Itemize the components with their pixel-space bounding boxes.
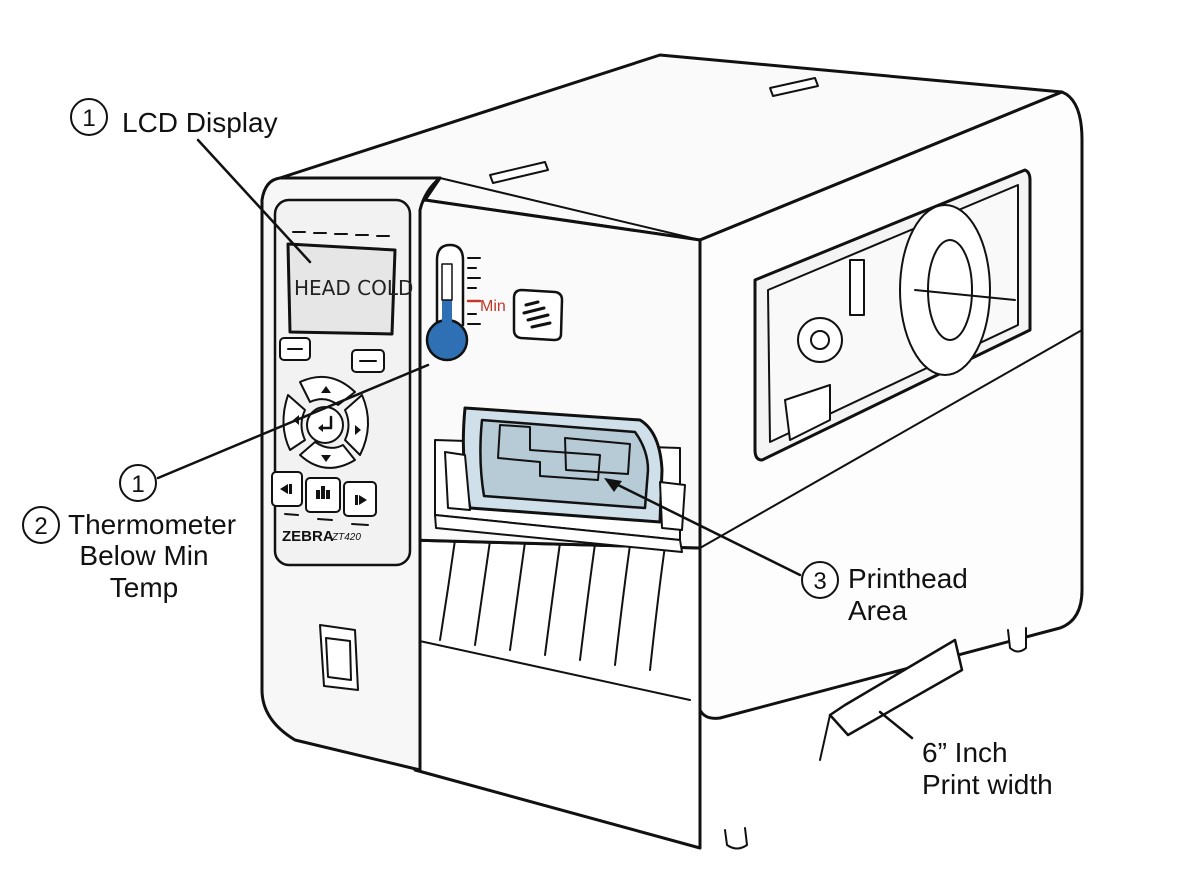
print-width-label-line1: 6” Inch: [922, 737, 1008, 768]
callout-2-label-line1: Thermometer: [68, 509, 236, 540]
print-width-leader-line: [878, 710, 914, 740]
thermometer-min-label: Min: [480, 298, 506, 315]
enter-icon: [318, 415, 333, 430]
printhead-area: [434, 406, 686, 553]
lcd-screen: [286, 242, 397, 336]
callout-2-label-line3: Temp: [110, 572, 178, 603]
brand-label: ZEBRA: [282, 528, 334, 545]
zebra-logo-badge: [512, 288, 564, 342]
callout-1b-number: 1: [131, 471, 144, 498]
lcd-display-text: HEAD COLD: [294, 276, 413, 300]
navigation-pad[interactable]: [282, 375, 370, 469]
callout-1b-circle: [119, 464, 157, 502]
callout-1-label: LCD Display: [122, 107, 278, 138]
printhead-leader-line: [610, 480, 802, 577]
callout-1-number: 1: [82, 105, 95, 132]
thermometer-leader-line: [156, 363, 430, 480]
model-label: ZT420: [331, 532, 361, 543]
callout-2-number: 2: [34, 513, 47, 540]
callout-3-label-line2: Area: [848, 595, 908, 626]
callout-3-label-line1: Printhead: [848, 563, 968, 594]
callout-3-circle: [801, 561, 839, 599]
print-width-label-line2: Print width: [922, 769, 1053, 800]
callout-leaders: [156, 138, 914, 740]
thermometer: [425, 243, 482, 362]
callout-2-label-line2: Below Min: [79, 540, 208, 571]
callout-2-circle: [22, 506, 60, 544]
callout-1-circle: [70, 98, 108, 136]
lcd-leader-line: [196, 138, 312, 264]
printhead-arrow-head: [604, 478, 622, 492]
control-panel: [271, 198, 412, 691]
callout-3-number: 3: [813, 568, 826, 595]
